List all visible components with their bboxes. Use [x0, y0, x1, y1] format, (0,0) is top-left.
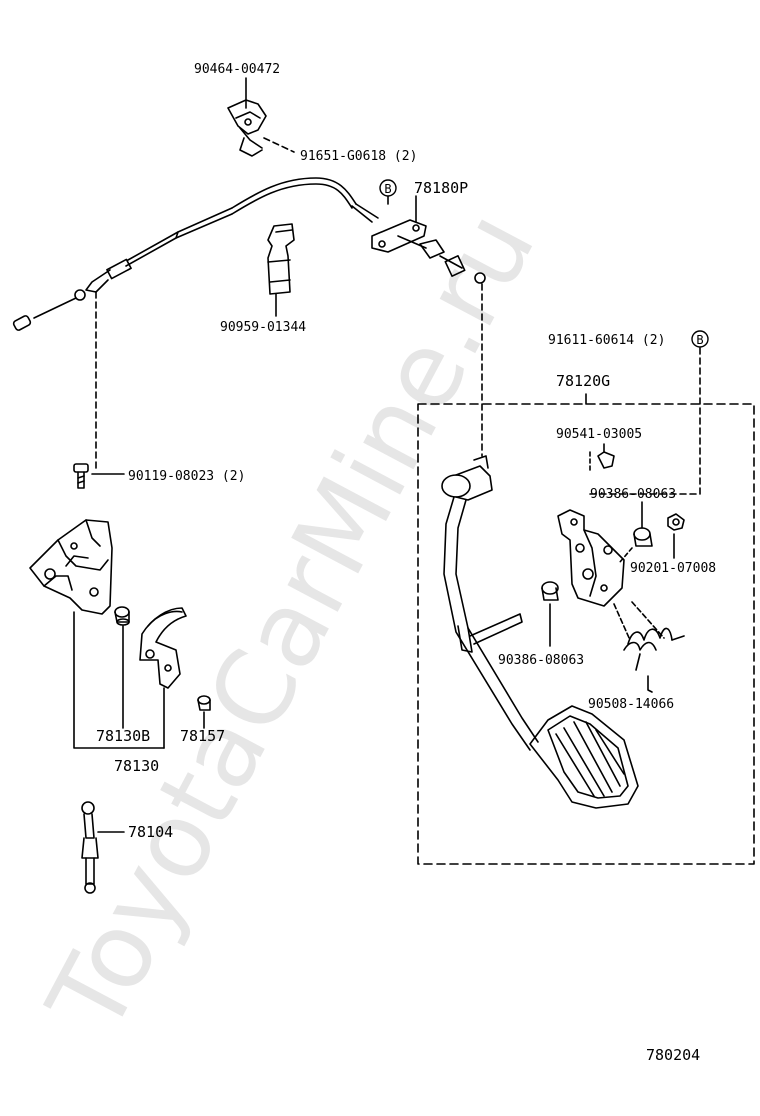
label-90464-00472: 90464-00472 [194, 62, 280, 77]
nut-part [667, 513, 685, 531]
bushing-part [114, 606, 130, 626]
label-90386-08063-lower: 90386-08063 [498, 653, 584, 668]
svg-text:B: B [696, 333, 703, 347]
diagram-code: 780204 [646, 1046, 700, 1064]
lever-bracket-part [29, 519, 113, 615]
label-90541-03005: 90541-03005 [556, 427, 642, 442]
label-78130b: 78130B [96, 727, 150, 745]
leader-91611 [589, 347, 701, 495]
label-91651-g0618: 91651-G0618 (2) [300, 149, 417, 164]
accelerator-cable [12, 177, 486, 331]
label-90959-01344: 90959-01344 [220, 320, 306, 335]
bolt-part [73, 463, 89, 489]
label-90508-14066: 90508-14066 [588, 697, 674, 712]
label-90119-08023: 90119-08023 (2) [128, 469, 245, 484]
clip-part [197, 695, 211, 711]
label-90386-08063-upper: 90386-08063 [590, 487, 676, 502]
label-78104: 78104 [128, 823, 173, 841]
pedal-bracket-part [557, 509, 625, 607]
symbol-b-right: B [691, 330, 709, 348]
svg-text:B: B [384, 182, 391, 196]
leader-90508 [647, 675, 653, 693]
bushing-upper-part [633, 527, 653, 547]
clamp-part [227, 99, 267, 157]
screw-part [589, 451, 615, 471]
bushing-lower-part [541, 581, 559, 601]
lever-sector-part [139, 607, 187, 689]
accelerator-pedal-part [441, 455, 639, 809]
label-91611-60614: 91611-60614 (2) [548, 333, 665, 348]
spring-part [613, 601, 685, 671]
cable-boot-part [267, 223, 295, 295]
label-78157: 78157 [180, 727, 225, 745]
label-78130: 78130 [114, 757, 159, 775]
label-78180p: 78180P [414, 179, 468, 197]
pedal-assembly-box [417, 403, 755, 865]
label-90201-07008: 90201-07008 [630, 561, 716, 576]
leader-91651 [263, 137, 295, 153]
leader-78130-group [73, 611, 165, 749]
rod-part [81, 801, 99, 894]
symbol-b-top: B [379, 179, 397, 197]
label-78120g: 78120G [556, 372, 610, 390]
